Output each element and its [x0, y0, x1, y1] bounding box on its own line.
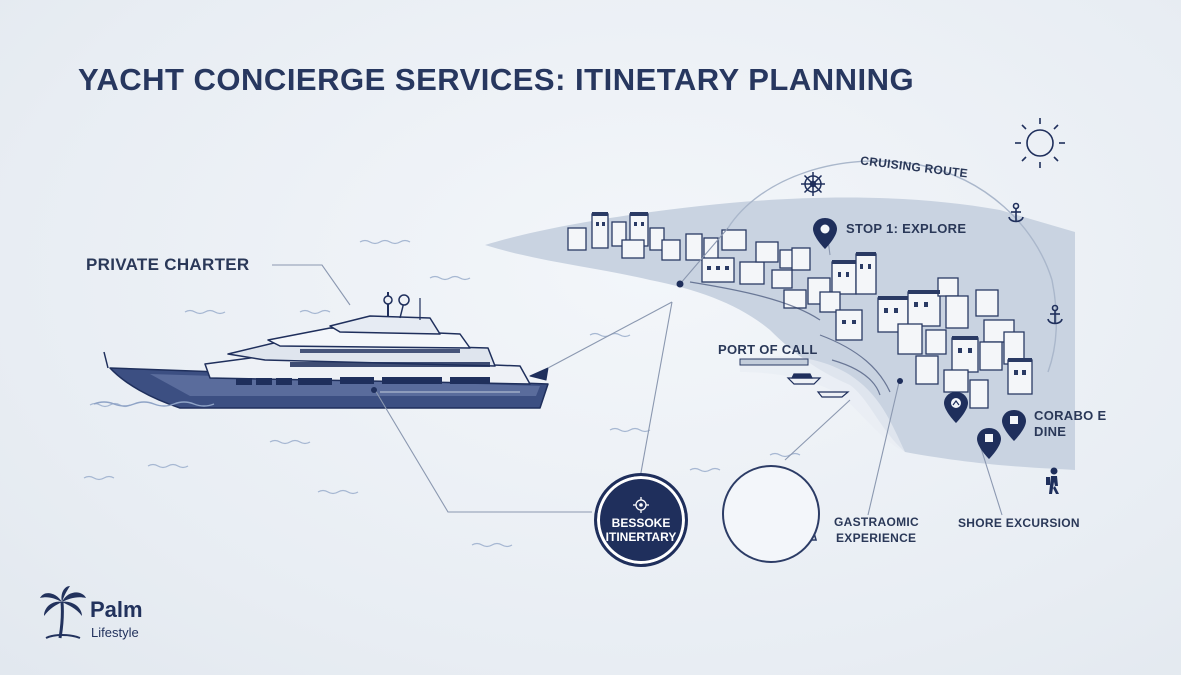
- private-charter-label: PRIVATE CHARTER: [86, 255, 250, 274]
- compass-icon: [633, 496, 649, 513]
- gastronomic-badge: [722, 465, 820, 563]
- pier: [739, 358, 809, 366]
- corfe-dine-label-line1: CORABO E: [1034, 408, 1107, 423]
- route-waypoint: [676, 280, 684, 288]
- harbor-waypoint: [897, 378, 903, 384]
- gastronomic-label-line2: EXPERIENCE: [836, 531, 917, 545]
- gastronomic-label-line1: GASTRAOMIC: [834, 515, 919, 529]
- map-pin-icon: [1002, 410, 1026, 441]
- bespoke-itinerary-badge: BESSOKE ITINERTARY: [594, 473, 688, 567]
- sun-icon: [1015, 118, 1065, 168]
- page-title: YACHT CONCIERGE SERVICES: ITINETARY PLAN…: [78, 62, 915, 97]
- map-pin-icon: [813, 218, 837, 249]
- logo-tagline: Lifestyle: [91, 625, 139, 640]
- cruising-route-arc: [727, 160, 1053, 281]
- building-windows: [596, 222, 1026, 375]
- map-pin-icon: [944, 392, 968, 423]
- harbor-boats: [786, 373, 850, 398]
- anchor-icon: [1047, 304, 1063, 325]
- harbor-bay: [740, 356, 905, 452]
- bespoke-line2: ITINERTARY: [605, 529, 677, 544]
- palm-tree-icon: [40, 586, 86, 639]
- hiker-icon: [1046, 467, 1059, 494]
- map-pin-icon: [977, 428, 1001, 459]
- bespoke-line1: BESSOKE: [611, 515, 671, 530]
- ship-wheel-icon: [801, 172, 825, 196]
- stop1-explore-label: STOP 1: EXPLORE: [846, 221, 967, 236]
- logo-name: Palm: [90, 597, 143, 622]
- building-roofs: [592, 212, 1032, 362]
- yacht-waypoint: [371, 387, 377, 393]
- corfe-dine-label-line2: DINE: [1034, 424, 1067, 439]
- anchor-icon: [1008, 202, 1024, 223]
- coastline-land: [485, 197, 1075, 470]
- yacht: [93, 292, 549, 409]
- shore-excursion-label: SHORE EXCURSION: [958, 516, 1080, 530]
- port-of-call-label: PORT OF CALL: [718, 342, 818, 357]
